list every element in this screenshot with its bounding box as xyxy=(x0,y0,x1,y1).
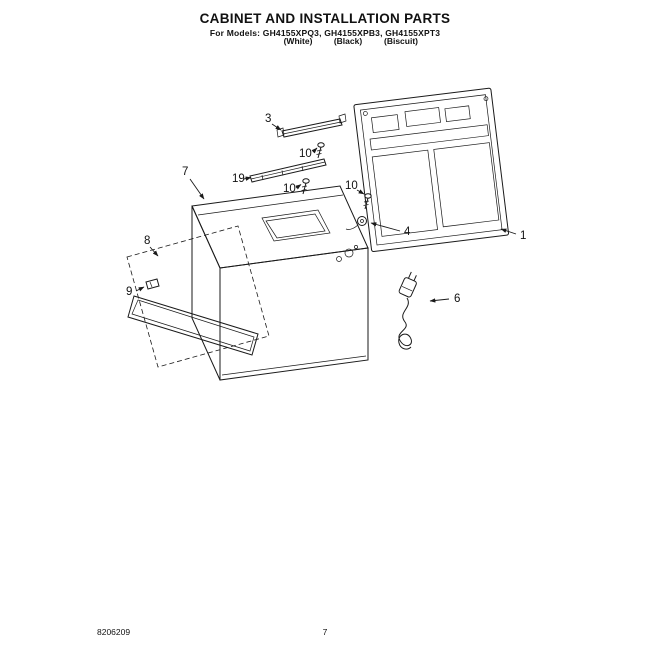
vent-grille xyxy=(127,295,259,356)
callout-10-top: 10 xyxy=(299,148,312,160)
page-header: CABINET AND INSTALLATION PARTS For Model… xyxy=(0,0,650,38)
screw-right xyxy=(363,193,372,210)
screw-mid xyxy=(301,178,310,195)
grille-clip xyxy=(145,278,160,290)
callout-19: 19 xyxy=(232,173,245,185)
callout-6: 6 xyxy=(454,293,460,305)
doc-number: 8206209 xyxy=(97,627,131,637)
callout-7: 7 xyxy=(182,166,188,178)
callout-10-mid: 10 xyxy=(283,183,296,195)
color-label-black: (Black) xyxy=(333,36,363,46)
screw-top xyxy=(316,142,325,159)
callout-3: 3 xyxy=(265,113,271,125)
callout-9: 9 xyxy=(126,286,132,298)
grounding-clip xyxy=(345,216,367,230)
callout-10-right: 10 xyxy=(345,180,358,192)
install-template-outline xyxy=(126,225,270,368)
page-title: CABINET AND INSTALLATION PARTS xyxy=(199,11,451,26)
wall-mounting-plate xyxy=(353,87,510,252)
page-number: 7 xyxy=(322,627,328,637)
power-cord xyxy=(398,271,417,350)
callout-4: 4 xyxy=(404,226,411,238)
callout-8: 8 xyxy=(144,235,150,247)
models-line: For Models: GH4155XPQ3, GH4155XPB3, GH41… xyxy=(209,28,441,38)
vent-rail xyxy=(249,158,327,183)
callout-1: 1 xyxy=(520,230,526,242)
cabinet-body xyxy=(191,185,369,381)
color-label-biscuit: (Biscuit) xyxy=(384,36,418,46)
top-bracket xyxy=(276,113,347,138)
color-label-white: (White) xyxy=(283,36,313,46)
